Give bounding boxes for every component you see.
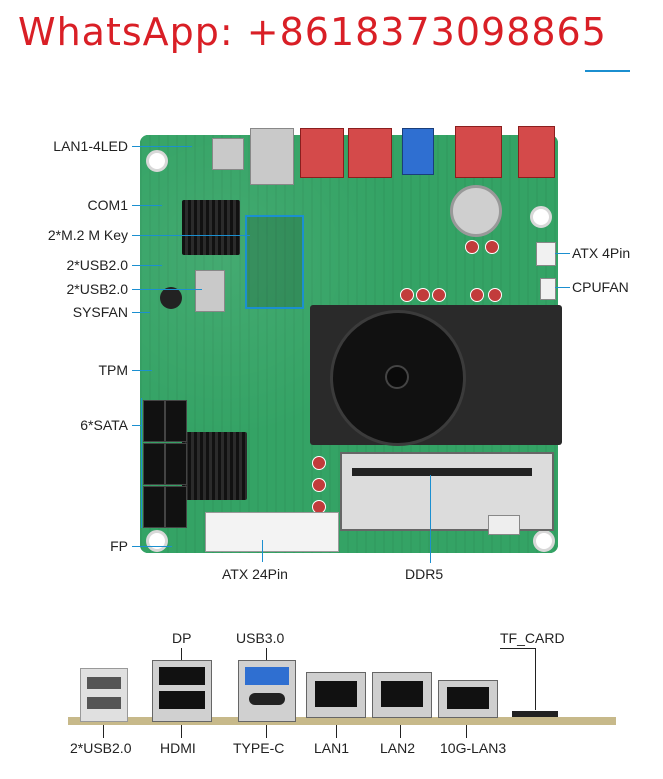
m2-slot-area: [245, 215, 304, 309]
leader-line: [141, 398, 142, 528]
leader-line: [132, 425, 142, 426]
cmos-battery: [450, 185, 502, 237]
label-fp: FP: [110, 538, 128, 554]
leader-line: [132, 205, 162, 206]
leader-line: [132, 146, 192, 147]
label-usb20-a: 2*USB2.0: [66, 257, 128, 273]
mount-hole: [146, 530, 168, 552]
io-leader: [500, 648, 536, 649]
qr-code: [488, 515, 520, 535]
mount-hole: [146, 150, 168, 172]
buzzer: [160, 287, 182, 309]
io-label-usb30: USB3.0: [236, 630, 285, 646]
capacitor: [488, 288, 502, 302]
label-sysfan: SYSFAN: [72, 304, 128, 320]
ddr5-slot-opening: [352, 468, 532, 476]
label-m2: 2*M.2 M Key: [47, 227, 128, 243]
leader-line: [555, 287, 570, 288]
board-port: [455, 126, 502, 178]
label-cpufan: CPUFAN: [572, 279, 629, 295]
io-label-dp: DP: [172, 630, 192, 646]
fan-hub: [385, 365, 409, 389]
heatsink: [182, 432, 247, 500]
leader-line: [132, 546, 172, 547]
leader-line: [132, 370, 152, 371]
label-tpm: TPM: [98, 362, 128, 378]
io-leader: [181, 648, 182, 670]
sata-port: [165, 486, 187, 528]
capacitor: [312, 456, 326, 470]
label-ddr5: DDR5: [405, 566, 444, 582]
usb20-stack: [80, 668, 128, 722]
capacitor: [485, 240, 499, 254]
leader-line: [262, 540, 263, 562]
board-port: [402, 128, 434, 175]
label-usb20-b: 2*USB2.0: [66, 281, 128, 297]
sata-port: [143, 443, 165, 485]
leader-line: [132, 289, 202, 290]
label-atx24: ATX 24Pin: [222, 566, 288, 582]
capacitor: [465, 240, 479, 254]
io-label-typec: TYPE-C: [233, 740, 285, 756]
board-port: [518, 126, 555, 178]
usb-port: [195, 270, 225, 312]
whatsapp-banner: WhatsApp: +8618373098865: [18, 10, 607, 54]
leader-line: [430, 475, 431, 563]
sata-port: [143, 486, 165, 528]
io-label-lan3: 10G-LAN3: [440, 740, 507, 756]
tf-card-slot: [512, 711, 558, 717]
io-label-hdmi: HDMI: [160, 740, 196, 756]
lan2-port: [372, 672, 432, 718]
label-sata: 6*SATA: [80, 417, 128, 433]
sata-port: [165, 400, 187, 442]
board-port: [212, 138, 244, 170]
capacitor: [312, 478, 326, 492]
lan1-port: [306, 672, 366, 718]
capacitor: [470, 288, 484, 302]
heatsink: [182, 200, 240, 255]
capacitor: [432, 288, 446, 302]
label-lan-led: LAN1-4LED: [53, 138, 128, 154]
capacitor: [416, 288, 430, 302]
label-com1: COM1: [87, 197, 128, 213]
lan3-port: [438, 680, 498, 718]
leader-line: [132, 312, 150, 313]
atx4-connector: [536, 242, 556, 266]
accent-line: [585, 70, 630, 72]
capacitor: [400, 288, 414, 302]
sata-port: [143, 400, 165, 442]
mount-hole: [533, 530, 555, 552]
cpufan-connector: [540, 278, 556, 300]
board-port: [348, 128, 392, 178]
leader-line: [132, 235, 250, 236]
io-label-lan2: LAN2: [380, 740, 416, 756]
io-leader: [535, 648, 536, 710]
mount-hole: [530, 206, 552, 228]
leader-line: [555, 253, 570, 254]
dp-hdmi-stack: [152, 660, 212, 722]
io-label-usb20: 2*USB2.0: [70, 740, 132, 756]
label-atx4: ATX 4Pin: [572, 245, 631, 261]
io-label-lan1: LAN1: [314, 740, 350, 756]
io-leader: [266, 648, 267, 662]
board-port: [250, 128, 294, 185]
sata-port: [165, 443, 187, 485]
usb30-typec-stack: [238, 660, 296, 722]
io-panel-base: [68, 717, 616, 725]
io-label-tf-card: TF_CARD: [500, 630, 565, 646]
atx24-connector: [205, 512, 339, 552]
leader-line: [132, 265, 162, 266]
board-port: [300, 128, 344, 178]
ddr5-slot: [340, 452, 554, 531]
